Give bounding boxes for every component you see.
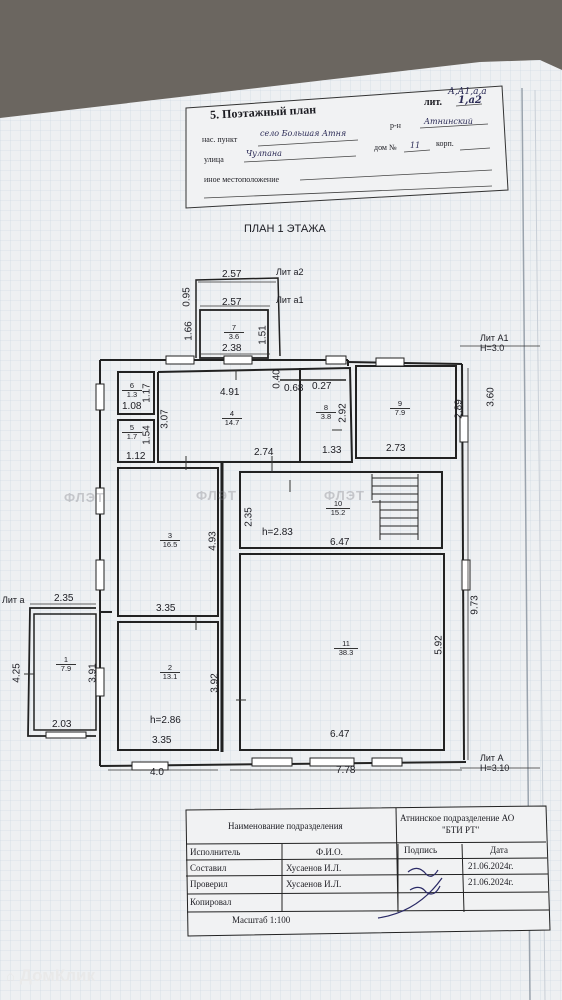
dim-1-12: 1.12: [126, 451, 146, 462]
dim-3-92: 3.92: [209, 673, 221, 693]
house-value: 11: [410, 141, 421, 150]
row1-name: Хусаенов И.Л.: [286, 863, 342, 873]
watermark: ФЛЭТ: [324, 488, 365, 503]
dim-0-68: 0.68: [284, 383, 304, 394]
row1-date: 21.06.2024г.: [468, 861, 514, 871]
settlement-label: нас. пункт: [202, 135, 238, 144]
dim-1-51: 1.51: [257, 325, 269, 345]
dim-2-57-mid: 2.57: [222, 297, 242, 308]
col-signature: Подпись: [404, 845, 438, 855]
lit-A1-label: Лит А1: [480, 333, 509, 343]
dim-2-03: 2.03: [52, 719, 72, 730]
dim-2-92: 2.92: [337, 403, 349, 423]
dim-6-47-top: 6.47: [330, 537, 350, 548]
domclick-logo: ⌂ ДомКлик: [6, 966, 95, 985]
dim-4-25: 4.25: [11, 663, 23, 683]
dim-3-07: 3.07: [159, 409, 171, 429]
settlement-value: село Большая Атня: [260, 129, 347, 138]
dim-2-57-top: 2.57: [222, 269, 242, 280]
division-label: Наименование подразделения: [228, 821, 343, 831]
scale-label: Масштаб 1:100: [232, 915, 291, 925]
street-label: улица: [204, 155, 224, 164]
footer-table: [185, 805, 551, 937]
lit-codes: А,А1,а,а: [448, 87, 487, 97]
row2-date: 21.06.2024г.: [468, 877, 514, 887]
division-value: Атнинское подразделение АО: [400, 813, 515, 823]
dim-4-93: 4.93: [207, 531, 219, 551]
dim-9-73: 9.73: [469, 595, 481, 615]
dim-h-2-83: h=2.83: [262, 527, 293, 538]
dim-5-92: 5.92: [433, 635, 445, 655]
watermark: ФЛЭТ: [64, 490, 105, 505]
dim-0-40: 0.40: [271, 369, 283, 389]
plan-title: ПЛАН 1 ЭТАЖА: [244, 223, 326, 235]
dim-2-74: 2.74: [254, 447, 274, 458]
division-value-2: "БТИ РТ": [442, 825, 480, 835]
dim-1-08: 1.08: [122, 401, 142, 412]
street-value: Чулпана: [246, 149, 282, 158]
dim-6-47-bot: 6.47: [330, 729, 350, 740]
dim-1-54: 1.54: [141, 425, 153, 445]
dim-2-35-a: 2.35: [54, 593, 74, 604]
dim-3-35-bot: 3.35: [152, 735, 172, 746]
house-icon: ⌂: [6, 968, 16, 985]
lit-a-label: Лит а: [2, 595, 25, 605]
row2-role: Проверил: [190, 879, 228, 889]
dim-4-0: 4.0: [150, 767, 164, 778]
lit-value: 1,а2: [458, 95, 482, 106]
dim-3-91: 3.91: [87, 663, 99, 683]
dim-0-95: 0.95: [181, 287, 193, 307]
dim-4-91: 4.91: [220, 387, 240, 398]
other-location-label: иное местоположение: [204, 175, 280, 184]
dim-0-27: 0.27: [312, 381, 332, 392]
lit-A-label: Лит А: [480, 753, 504, 763]
dim-2-38: 2.38: [222, 343, 242, 354]
col-name: Ф.И.О.: [316, 847, 343, 857]
row3-role: Копировал: [190, 897, 232, 907]
dim-2-89: 2.89: [453, 399, 465, 419]
watermark: ФЛЭТ: [196, 488, 237, 503]
lit-A1-height: H=3.0: [480, 343, 505, 353]
district-value: Атнинский: [424, 117, 473, 126]
dim-1-33: 1.33: [322, 445, 342, 456]
korp-label: корп.: [436, 139, 454, 148]
dim-1-17: 1.17: [141, 383, 153, 403]
dim-2-73: 2.73: [386, 443, 406, 454]
dim-2-35: 2.35: [243, 507, 255, 527]
dim-1-66: 1.66: [183, 321, 195, 341]
col-executor: Исполнитель: [190, 847, 241, 857]
dim-7-78: 7.78: [336, 765, 356, 776]
lit-A-height: H=3.10: [480, 763, 510, 773]
dim-3-35-top: 3.35: [156, 603, 176, 614]
row1-role: Составил: [190, 863, 227, 873]
dim-3-60: 3.60: [485, 387, 497, 407]
dim-h-2-86: h=2.86: [150, 715, 181, 726]
lit-a1-small-label: Лит а1: [276, 295, 304, 305]
house-label: дом №: [374, 143, 397, 152]
row2-name: Хусаенов И.Л.: [286, 879, 342, 889]
header-frame: [185, 85, 509, 209]
col-date: Дата: [490, 845, 508, 855]
lit-a2-label: Лит а2: [276, 267, 304, 277]
district-label: р-н: [390, 121, 401, 130]
lit-label: лит.: [424, 97, 443, 108]
